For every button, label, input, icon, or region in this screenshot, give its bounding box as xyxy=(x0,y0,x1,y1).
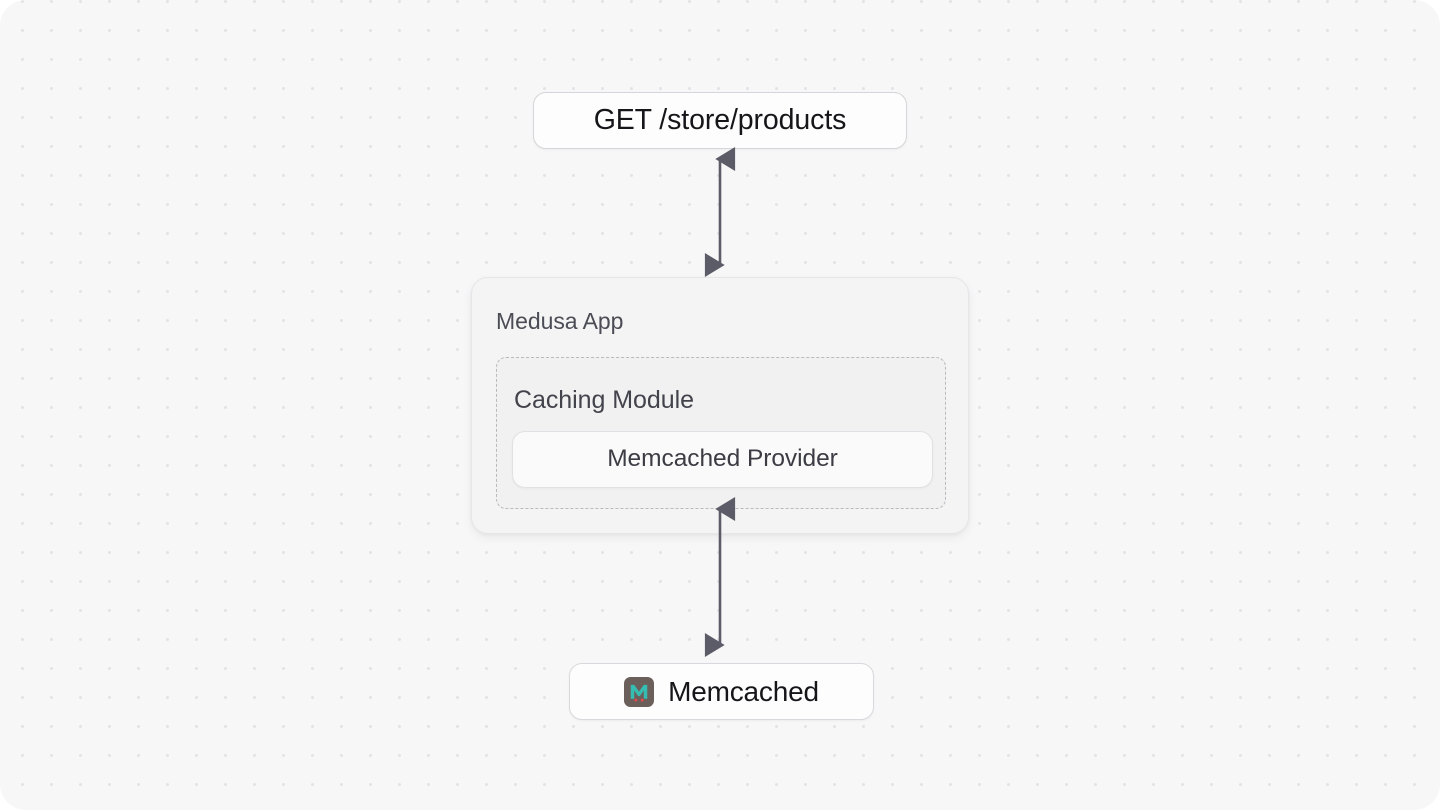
node-memcached-provider-label: Memcached Provider xyxy=(607,445,838,473)
node-caching-module-label: Caching Module xyxy=(514,386,694,414)
node-endpoint[interactable]: GET /store/products xyxy=(533,92,907,149)
node-endpoint-label: GET /store/products xyxy=(593,104,847,137)
node-caching-module[interactable]: Caching Module Memcached Provider xyxy=(496,357,946,509)
node-medusa-app[interactable]: Medusa App Caching Module Memcached Prov… xyxy=(471,277,969,534)
node-memcached-service[interactable]: Memcached xyxy=(569,663,874,720)
node-medusa-app-label: Medusa App xyxy=(496,308,624,334)
connector-provider-to-memcached xyxy=(704,497,736,657)
connector-endpoint-to-medusa-app xyxy=(704,147,736,277)
node-memcached-service-label: Memcached xyxy=(668,675,819,707)
memcached-logo-icon xyxy=(624,676,655,707)
node-memcached-provider[interactable]: Memcached Provider xyxy=(512,431,933,488)
